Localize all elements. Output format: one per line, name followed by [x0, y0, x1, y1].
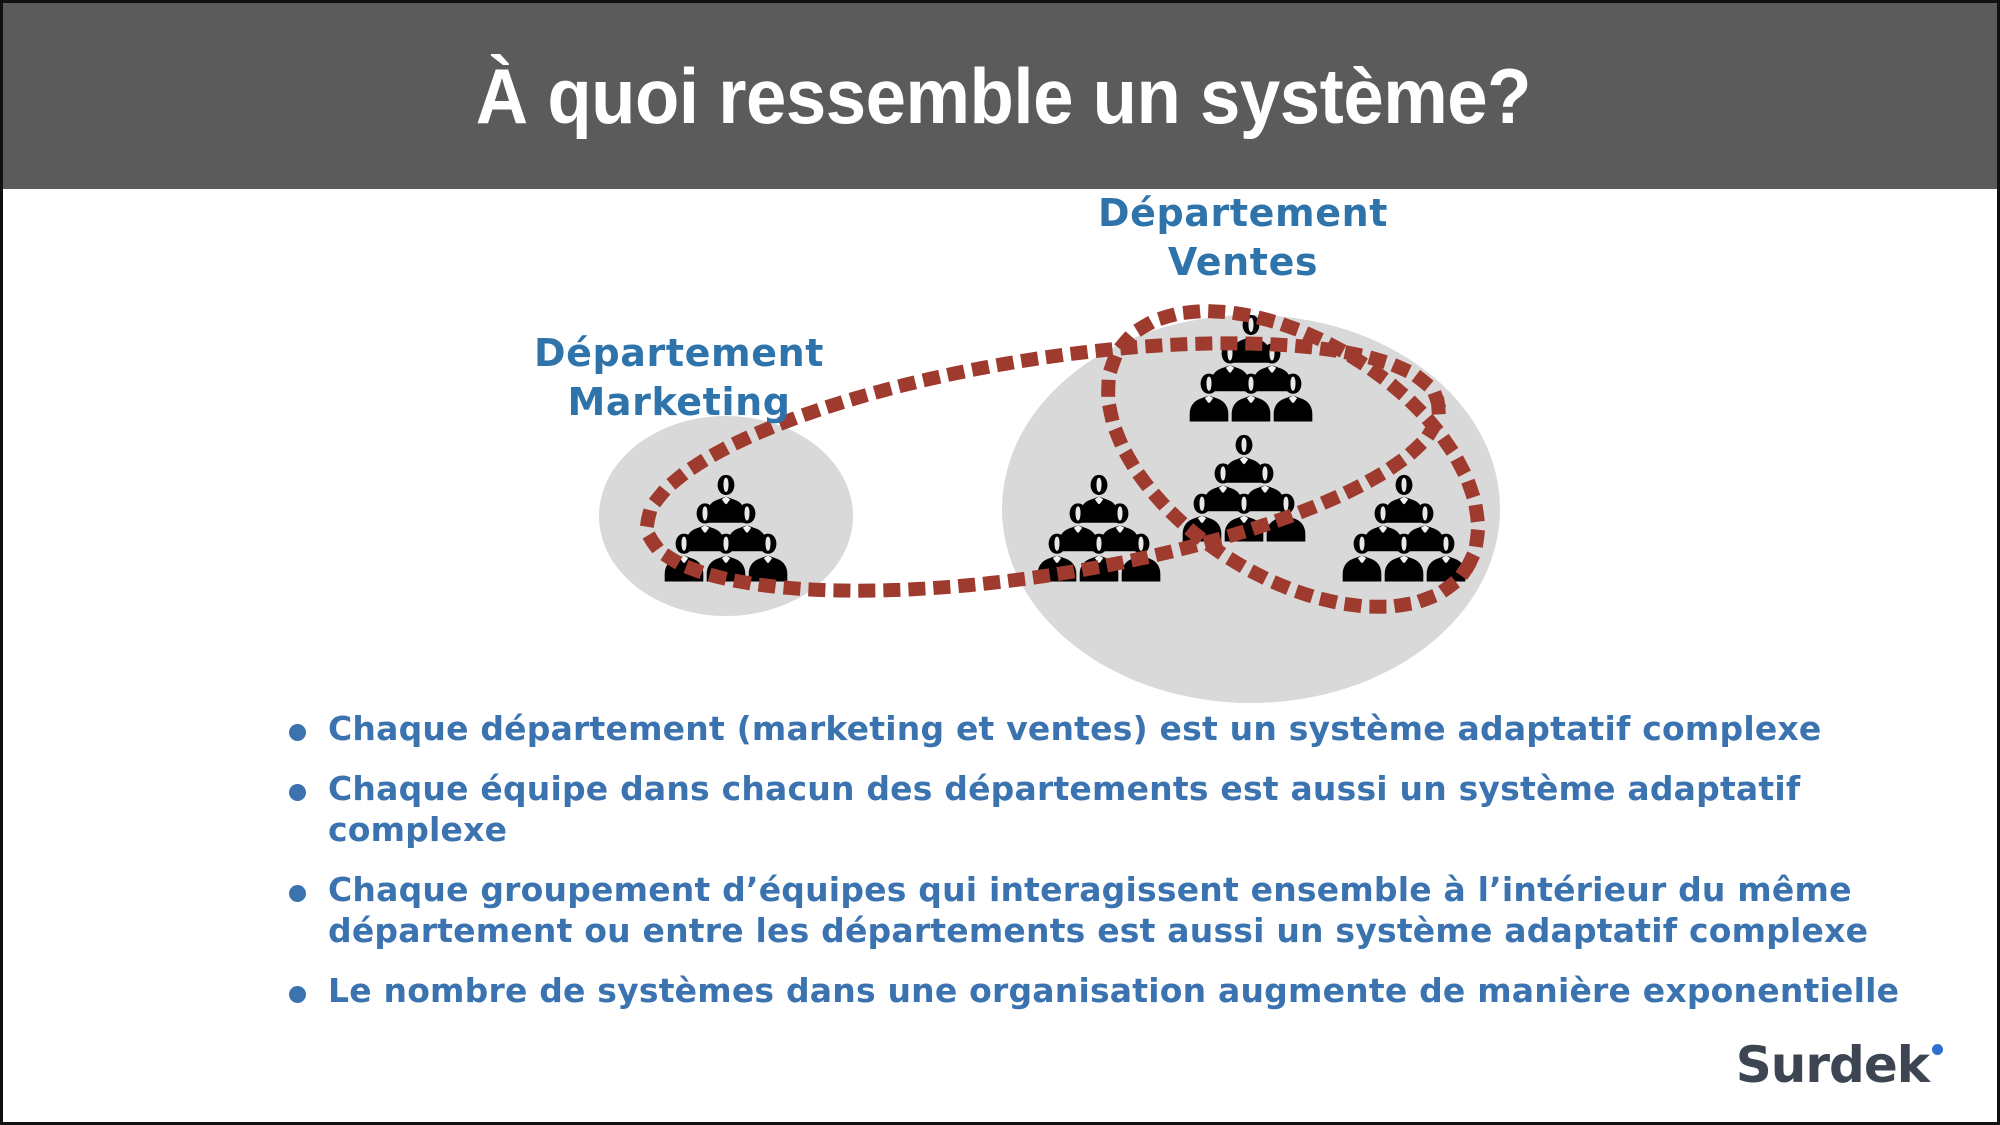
bullet-dot-icon	[289, 884, 306, 902]
logo-wordmark: Surdek	[1735, 1036, 1930, 1094]
slide-title-bar: À quoi ressemble un système?	[3, 3, 1997, 189]
bullet-text: Chaque équipe dans chacun des départemen…	[328, 768, 1801, 850]
systems-diagram: Département Marketing Département Ventes	[3, 189, 1997, 719]
logo-dot-icon	[1932, 1044, 1943, 1055]
bullet-list: Chaque département (marketing et ventes)…	[289, 708, 1909, 1029]
list-item: Chaque groupement d’équipes qui interagi…	[289, 869, 1909, 952]
bullet-dot-icon	[289, 783, 306, 801]
marketing-label-line2: Marketing	[567, 379, 791, 424]
list-item: Chaque équipe dans chacun des départemen…	[289, 768, 1909, 851]
bullet-dot-icon	[289, 985, 306, 1003]
ventes-department-label: Département Ventes	[1033, 189, 1453, 286]
page-title: À quoi ressemble un système?	[475, 52, 1531, 140]
marketing-department-label: Département Marketing	[469, 329, 889, 426]
bullet-dot-icon	[289, 724, 306, 741]
list-item: Le nombre de systèmes dans une organisat…	[289, 970, 1909, 1012]
list-item: Chaque département (marketing et ventes)…	[289, 708, 1909, 750]
surdek-logo: Surdek	[1736, 1040, 1943, 1090]
cross-department-system-outline	[640, 336, 1446, 598]
ventes-label-line2: Ventes	[1167, 239, 1319, 284]
diagram-canvas	[599, 304, 1500, 703]
marketing-label-line1: Département	[533, 331, 825, 375]
ventes-internal-system-outline	[1101, 304, 1485, 614]
bullet-text: Chaque département (marketing et ventes)…	[328, 709, 1822, 748]
bullet-text: Le nombre de systèmes dans une organisat…	[328, 970, 1900, 1010]
ventes-label-line1: Département	[1097, 191, 1389, 235]
bullet-text: Chaque groupement d’équipes qui interagi…	[328, 869, 1869, 951]
